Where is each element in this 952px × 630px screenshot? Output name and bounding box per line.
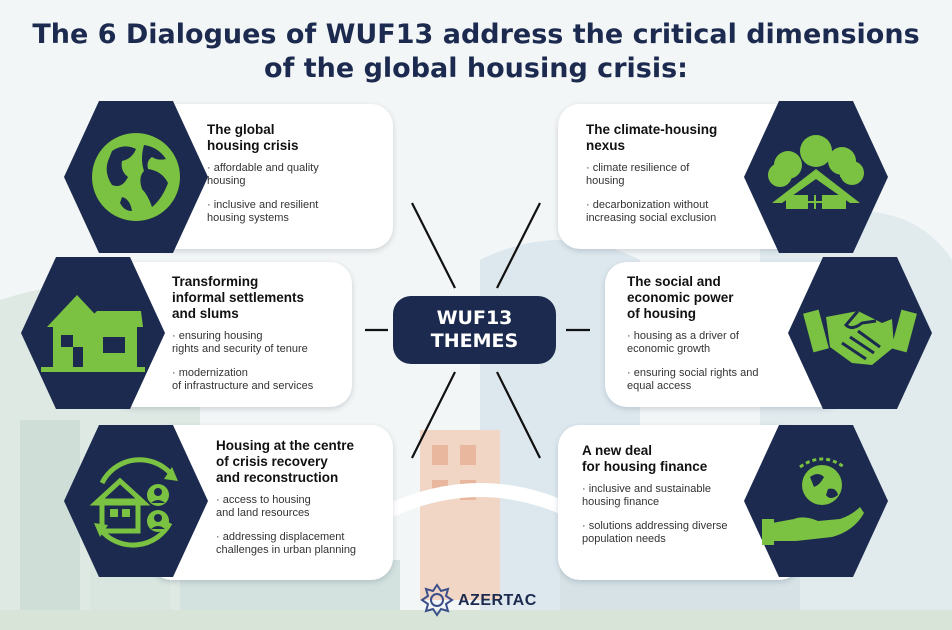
page-title: The 6 Dialogues of WUF13 address the cri… xyxy=(0,18,952,86)
title-line-1: The 6 Dialogues of WUF13 address the cri… xyxy=(32,19,920,50)
theme-card-social-economic: The social and economic power of housing… xyxy=(605,262,845,407)
house-icon xyxy=(21,257,165,409)
azertac-logo-text: AZERTAC xyxy=(458,592,537,609)
hand-globe-icon xyxy=(744,425,888,577)
card-title: The social and economic power of housing xyxy=(627,274,734,321)
card-title: Housing at the centre of crisis recovery… xyxy=(216,438,355,485)
house-trees-icon xyxy=(744,101,888,253)
card-title: The global housing crisis xyxy=(207,122,299,153)
center-line-1: WUF13 xyxy=(436,307,513,329)
card-title: A new deal for housing finance xyxy=(582,443,708,474)
center-line-2: THEMES xyxy=(430,330,519,352)
theme-card-climate-housing: The climate-housing nexus · climate resi… xyxy=(558,104,801,249)
azertac-logo-icon xyxy=(420,583,454,617)
title-line-2: of the global housing crisis: xyxy=(264,53,688,84)
handshake-icon xyxy=(788,257,932,409)
globe-icon xyxy=(64,101,208,253)
card-title: Transforming informal settlements and sl… xyxy=(172,274,305,321)
center-themes-box: WUF13 THEMES xyxy=(393,296,556,364)
house-people-cycle-icon xyxy=(64,425,208,577)
card-title: The climate-housing nexus xyxy=(586,122,718,153)
